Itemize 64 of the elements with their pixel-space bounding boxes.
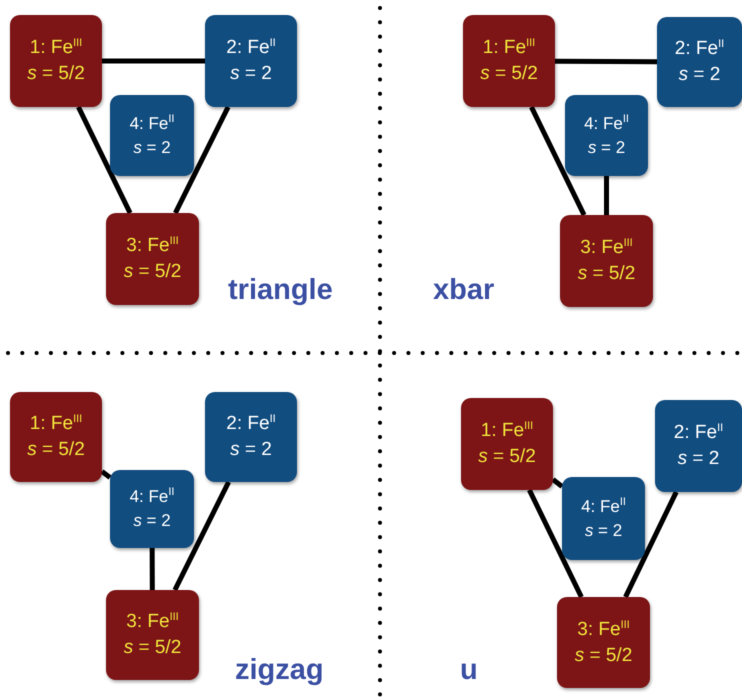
ion-box xyxy=(565,95,648,176)
connector-line xyxy=(173,106,230,214)
ion-box xyxy=(461,398,553,490)
ion-box xyxy=(110,95,194,176)
connector-line xyxy=(172,480,231,592)
connector-line xyxy=(527,488,584,598)
spin-label: s = 5/2 xyxy=(478,445,536,469)
ion-label: 2: Fe$^{II}$ xyxy=(674,421,724,445)
ion-label: 4: Fe$^{II}$ xyxy=(581,494,626,518)
ion-box xyxy=(560,215,653,307)
spin-label: s = 2 xyxy=(133,510,171,532)
ion-box xyxy=(463,15,555,107)
spin-label: s = 2 xyxy=(678,63,720,87)
spin-label: s = 2 xyxy=(230,438,272,462)
ion-box xyxy=(205,15,297,107)
ion-box xyxy=(106,213,199,305)
connector-line xyxy=(150,548,155,590)
connector-line xyxy=(623,490,679,598)
spin-label: s = 2 xyxy=(678,447,720,471)
ion-label: 3: Fe$^{III}$ xyxy=(580,236,633,260)
topology-label: xbar xyxy=(433,274,494,307)
ion-label: 2: Fe$^{II}$ xyxy=(226,412,276,436)
connector-line xyxy=(604,176,609,215)
ion-label: 1: Fe$^{III}$ xyxy=(482,36,536,60)
ion-label: 3: Fe$^{III}$ xyxy=(126,234,179,258)
spin-label: s = 2 xyxy=(133,136,171,158)
connector-line xyxy=(551,478,564,488)
ion-label: 3: Fe$^{III}$ xyxy=(577,618,630,642)
connector-line xyxy=(76,106,132,214)
spin-label: s = 2 xyxy=(230,62,272,86)
spin-label: s = 2 xyxy=(588,136,626,158)
ion-box xyxy=(562,477,645,560)
spin-label: s = 5/2 xyxy=(480,62,538,86)
ion-label: 1: Fe$^{III}$ xyxy=(30,412,82,436)
spin-label: s = 5/2 xyxy=(27,438,85,462)
ion-box xyxy=(205,392,297,482)
ion-box xyxy=(557,597,650,688)
topology-label: triangle xyxy=(228,274,333,307)
ion-label: 2: Fe$^{II}$ xyxy=(226,36,276,60)
spin-label: s = 5/2 xyxy=(124,636,182,660)
ion-label: 4: Fe$^{II}$ xyxy=(130,112,174,134)
connector-line xyxy=(102,58,205,64)
spin-label: s = 2 xyxy=(584,520,622,542)
topology-label: u xyxy=(460,654,478,687)
ion-box xyxy=(10,392,102,482)
spin-label: s = 5/2 xyxy=(124,260,182,284)
ion-box xyxy=(10,15,102,107)
spin-label: s = 5/2 xyxy=(27,62,85,86)
connector-line xyxy=(100,470,112,480)
spin-label: s = 5/2 xyxy=(574,644,632,668)
ion-box xyxy=(106,590,199,680)
ion-box xyxy=(657,17,742,107)
connector-line xyxy=(554,58,657,64)
ion-label: 1: Fe$^{III}$ xyxy=(480,419,534,443)
ion-label: 2: Fe$^{II}$ xyxy=(674,37,724,61)
topology-label: zigzag xyxy=(235,654,324,687)
spin-label: s = 5/2 xyxy=(578,262,636,286)
ion-label: 4: Fe$^{II}$ xyxy=(130,485,174,508)
ion-label: 4: Fe$^{II}$ xyxy=(584,112,629,134)
ion-label: 1: Fe$^{III}$ xyxy=(30,36,82,60)
connector-line xyxy=(529,106,586,216)
ion-box xyxy=(655,400,742,492)
ion-box xyxy=(110,470,194,548)
ion-label: 3: Fe$^{III}$ xyxy=(126,610,179,634)
